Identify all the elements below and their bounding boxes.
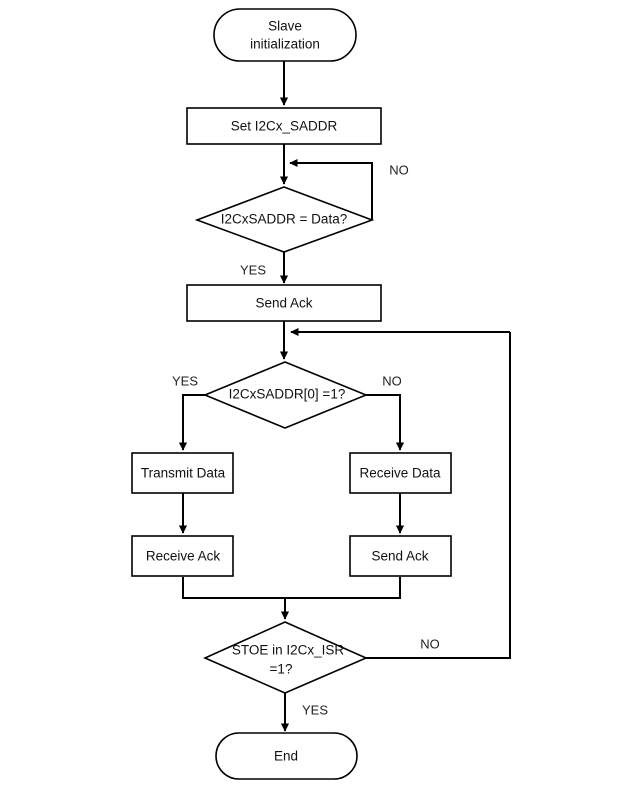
node-transmit-data-label: Transmit Data: [141, 466, 226, 481]
node-transmit-data: [131, 452, 234, 494]
edge-label-check-stoe-yes: YES: [302, 702, 328, 717]
node-send-ack-1-label: Send Ack: [255, 296, 312, 311]
edge-label-check-stoe-no: NO: [420, 636, 440, 651]
edge-label-bit0-no: NO: [382, 373, 402, 388]
node-check-saddr-bit0-label: I2CxSADDR[0] =1?: [229, 387, 346, 402]
node-receive-data: [349, 452, 452, 494]
edge-check-stoe-no: [366, 332, 511, 659]
edge-label-bit0-yes: YES: [172, 373, 198, 388]
node-check-stoe-label-line1: STOE in I2Cx_ISR: [232, 643, 345, 658]
node-end-label: End: [274, 749, 298, 764]
node-start-label-line2: initialization: [250, 37, 320, 52]
node-receive-ack: [131, 535, 234, 577]
edge-label-check-saddr-yes: YES: [240, 262, 266, 277]
node-set-saddr-label: Set I2Cx_SADDR: [231, 119, 338, 134]
edge-bit0-yes: [178, 394, 205, 451]
node-check-stoe: [203, 621, 368, 694]
node-receive-ack-label: Receive Ack: [146, 549, 221, 564]
node-receive-data-label: Receive Data: [359, 466, 441, 481]
node-set-saddr: [186, 107, 382, 145]
edge-receive-ack-to-merge: [182, 577, 285, 599]
node-check-saddr-bit0: [202, 361, 369, 429]
edge-check-saddr-no-loop: [289, 158, 373, 220]
node-end: [215, 732, 358, 780]
node-start: [213, 8, 357, 62]
node-send-ack-2: [349, 535, 452, 577]
edge-send-ack-to-merge: [285, 577, 401, 599]
node-start-label-line1: Slave: [268, 19, 302, 34]
edge-label-check-saddr-no: NO: [389, 162, 409, 177]
node-check-saddr: [194, 186, 375, 253]
node-check-stoe-label-line2: =1?: [270, 662, 293, 677]
node-check-saddr-label: I2CxSADDR = Data?: [221, 212, 347, 227]
node-send-ack-1: [186, 284, 382, 322]
edge-bit0-no: [366, 394, 405, 451]
node-send-ack-2-label: Send Ack: [371, 549, 428, 564]
